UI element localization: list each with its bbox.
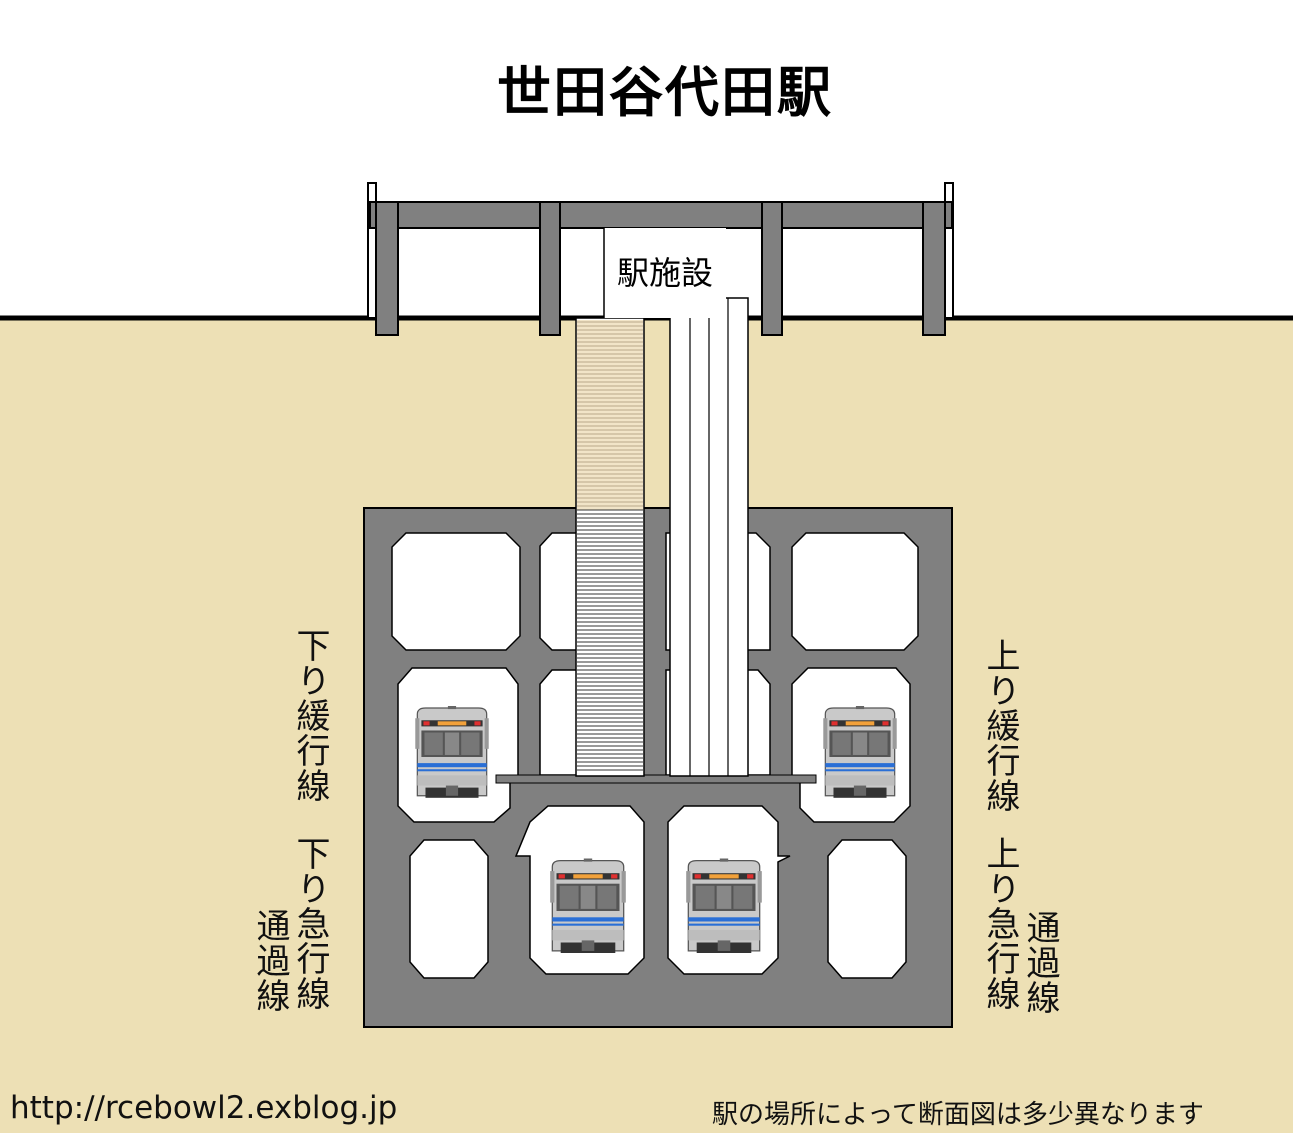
up-passing-tunnel bbox=[827, 839, 907, 979]
down-passing-tunnel bbox=[409, 839, 489, 979]
surface-building bbox=[367, 182, 954, 336]
upper-left-room bbox=[391, 532, 521, 651]
train-icon bbox=[685, 858, 763, 954]
facility-label: 駅施設 bbox=[616, 254, 713, 292]
label-up-express: 上り急行線 bbox=[980, 836, 1020, 1011]
elevator-shaft bbox=[669, 297, 749, 777]
facility-box bbox=[604, 228, 726, 318]
label-up-local: 上り緩行線 bbox=[980, 638, 1020, 813]
label-up-passing: 通過線 bbox=[1020, 910, 1060, 1015]
train-icon bbox=[414, 706, 490, 799]
stair-shaft bbox=[575, 317, 645, 777]
upper-right-room bbox=[791, 532, 919, 651]
platform-slab bbox=[495, 774, 817, 784]
stairs-icon bbox=[577, 321, 643, 771]
site-url: http://rcebowl2.exblog.jp bbox=[10, 1090, 398, 1126]
footnote: 駅の場所によって断面図は多少異なります bbox=[712, 1100, 1204, 1130]
label-down-local: 下り緩行線 bbox=[290, 628, 330, 803]
label-down-express: 下り急行線 bbox=[290, 836, 330, 1011]
page-title: 世田谷代田駅 bbox=[497, 61, 833, 124]
label-down-passing: 通過線 bbox=[250, 908, 290, 1013]
train-icon bbox=[549, 858, 627, 954]
train-icon bbox=[822, 706, 898, 799]
